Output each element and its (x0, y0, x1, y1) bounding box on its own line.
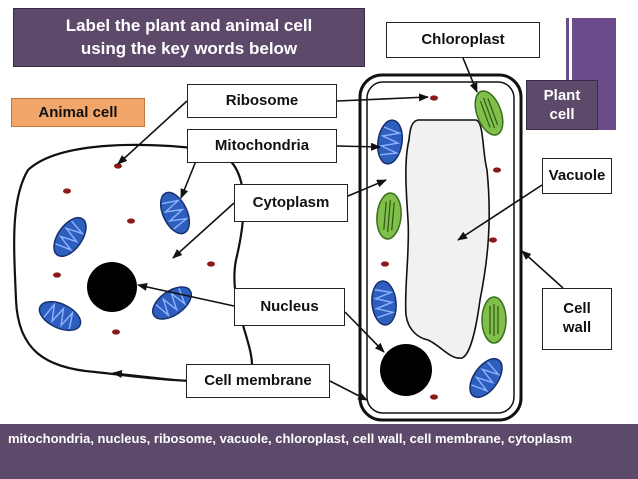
keyword-list: mitochondria, nucleus, ribosome, vacuole… (0, 424, 638, 479)
arrow-cell-wall (521, 250, 564, 289)
plant-tag-line-2: cell (549, 106, 575, 123)
arrow-chloroplast (462, 57, 478, 93)
plant-ribosome (430, 95, 438, 101)
arrow-cytoplasm-animal (172, 202, 235, 259)
plant-tag-line-1: Plant (543, 86, 581, 104)
label-mitochondria: Mitochondria (187, 129, 337, 163)
animal-ribosome (127, 218, 135, 224)
plant-nucleus (380, 344, 432, 396)
animal-ribosome (63, 188, 71, 194)
animal-ribosome (207, 261, 215, 267)
title-line-2: using the key words below (80, 38, 298, 58)
label-ribosome: Ribosome (187, 84, 337, 118)
plant-ribosome (493, 167, 501, 173)
label-cell-wall-line-2: wall (562, 319, 592, 336)
vacuole (404, 119, 490, 359)
label-cell-wall: Cell wall (542, 288, 612, 350)
plant-cell-tag: Plant cell (526, 80, 598, 130)
label-cell-membrane: Cell membrane (186, 364, 330, 398)
arrow-mitochondria-plant (336, 142, 381, 151)
label-vacuole: Vacuole (542, 158, 612, 194)
label-nucleus: Nucleus (234, 288, 345, 326)
animal-ribosome (114, 163, 122, 169)
animal-cell-membrane (13, 143, 254, 383)
animal-ribosome (112, 329, 120, 335)
arrow-cell-membrane (112, 370, 187, 382)
title-line-1: Label the plant and animal cell (65, 16, 313, 36)
plant-ribosome (430, 394, 438, 400)
arrow-cytoplasm-plant (347, 179, 387, 197)
animal-nucleus (87, 262, 137, 312)
animal-ribosome (53, 272, 61, 278)
arrow-cell-wall-membrane (329, 380, 368, 401)
label-cytoplasm: Cytoplasm (234, 184, 348, 222)
arrow-nucleus-plant (344, 311, 385, 353)
arrow-ribosome-animal (117, 100, 188, 165)
plant-ribosome (489, 237, 497, 243)
chloroplast (481, 296, 507, 344)
animal-cell-tag: Animal cell (11, 98, 145, 127)
plant-ribosome (381, 261, 389, 267)
arrow-nucleus-animal (137, 283, 235, 307)
label-cell-wall-line-1: Cell (563, 300, 591, 318)
accent-bar (566, 18, 569, 130)
label-chloroplast: Chloroplast (386, 22, 540, 58)
arrow-ribosome-plant (336, 93, 429, 102)
instruction-title: Label the plant and animal cell using th… (13, 8, 365, 67)
arrow-vacuole (457, 184, 543, 241)
